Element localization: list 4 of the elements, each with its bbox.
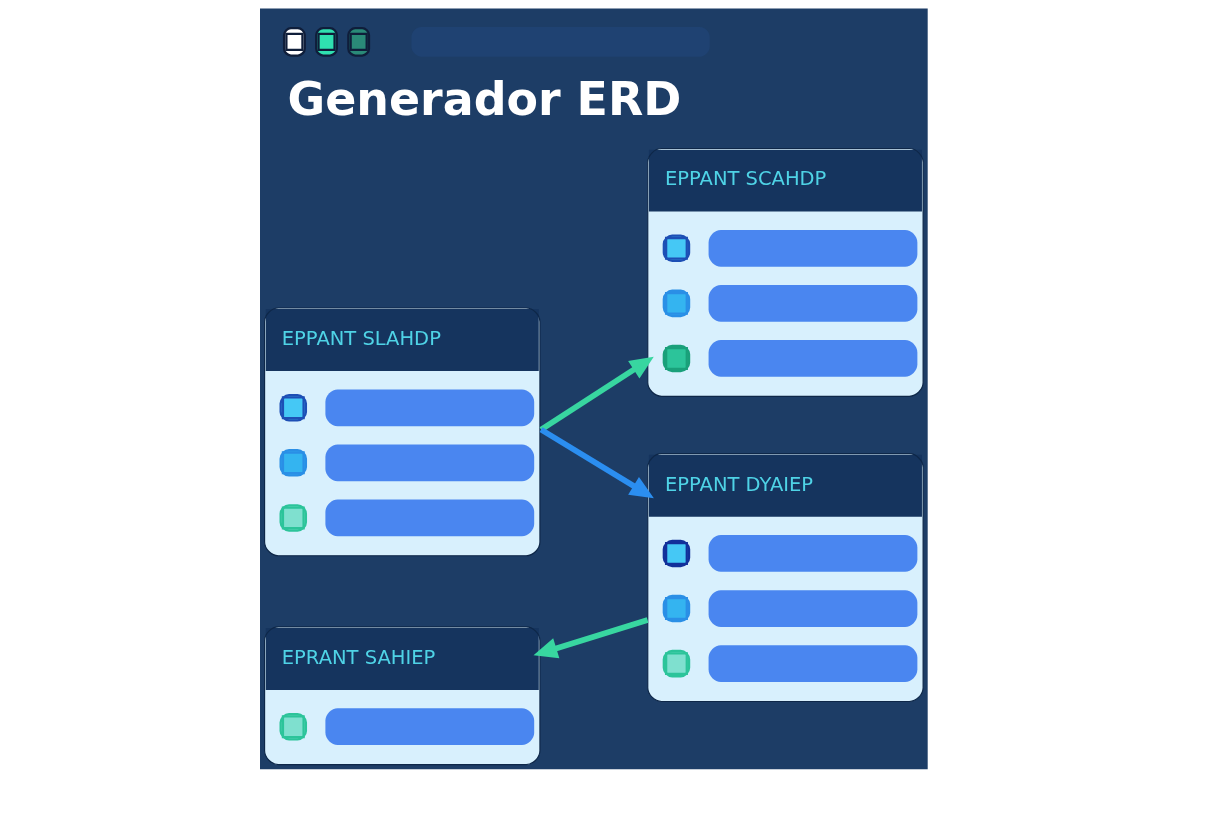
arrow — [539, 356, 654, 432]
arrow — [539, 427, 654, 499]
arrow — [533, 617, 648, 659]
diagram-title: Generador ERD — [287, 72, 681, 127]
